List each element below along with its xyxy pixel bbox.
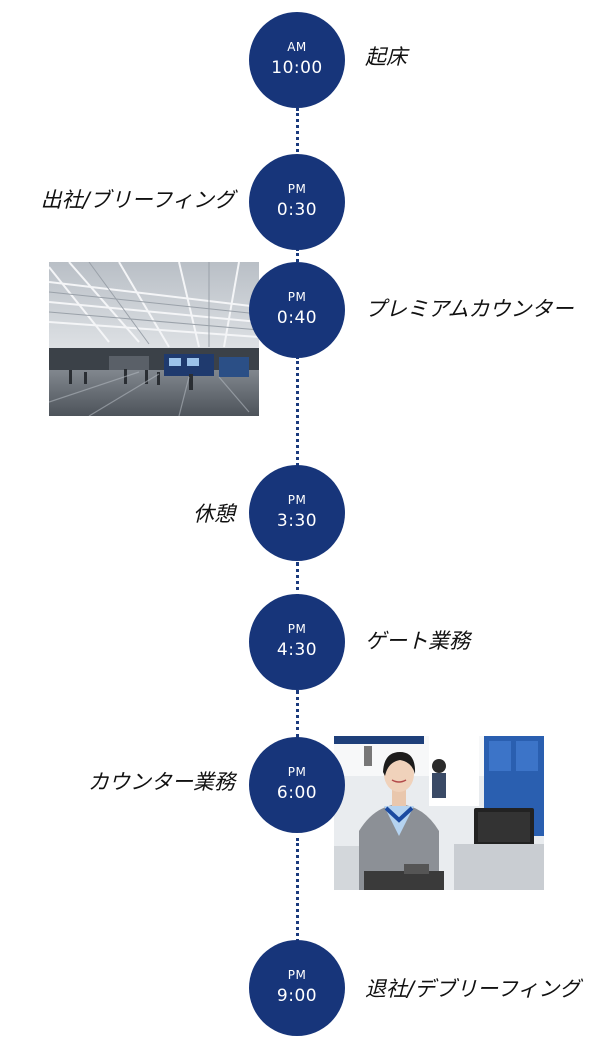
time-circle: PM 0:30 [249,154,345,250]
ampm-label: PM [287,622,307,636]
time-label: 4:30 [276,640,318,660]
activity-label: 休憩 [193,502,235,526]
activity-label: プレミアムカウンター [365,297,574,321]
timeline-connector [296,356,299,466]
time-circle: AM 10:00 [249,12,345,108]
time-label: 0:40 [276,308,318,328]
activity-label: 出社/ブリーフィング [40,188,235,212]
timeline-connector [296,690,299,738]
ampm-label: AM [287,40,307,54]
ampm-label: PM [287,968,307,982]
time-circle: PM 6:00 [249,737,345,833]
ampm-label: PM [287,290,307,304]
time-label: 10:00 [271,58,323,78]
activity-label: 起床 [365,45,407,69]
activity-label: ゲート業務 [365,629,470,653]
ampm-label: PM [287,493,307,507]
timeline-connector [296,838,299,948]
airport-terminal-photo [49,262,259,416]
ampm-label: PM [287,765,307,779]
timeline-connector [296,108,299,158]
time-label: 3:30 [276,511,318,531]
timeline-connector [296,562,299,598]
time-label: 9:00 [276,986,318,1006]
activity-label: カウンター業務 [88,770,235,794]
counter-staff-photo [334,736,544,890]
activity-label: 退社/デブリーフィング [365,977,581,1001]
ampm-label: PM [287,182,307,196]
time-circle: PM 4:30 [249,594,345,690]
time-circle: PM 9:00 [249,940,345,1036]
time-circle: PM 0:40 [249,262,345,358]
time-circle: PM 3:30 [249,465,345,561]
timeline-connector [296,248,299,262]
time-label: 6:00 [276,783,318,803]
time-label: 0:30 [276,200,318,220]
